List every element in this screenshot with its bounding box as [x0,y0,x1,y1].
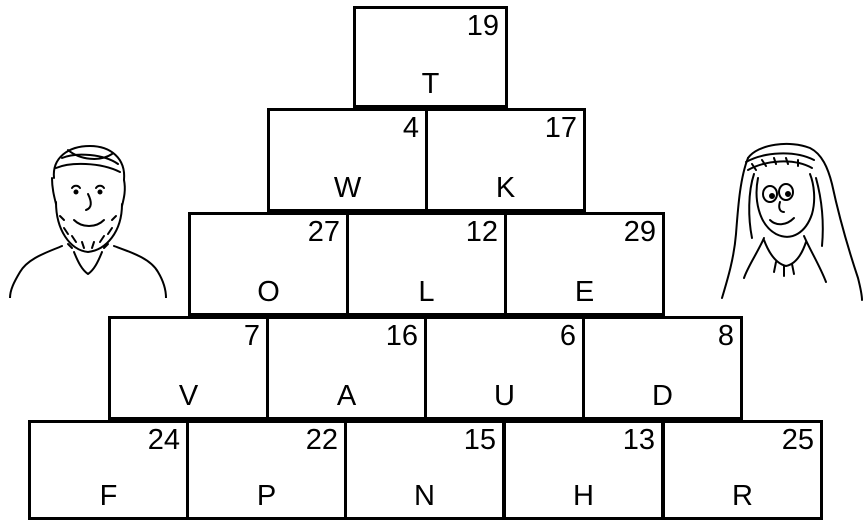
pyramid-block: 6 U [424,316,585,420]
block-letter: N [347,479,502,513]
block-letter: U [427,379,582,413]
block-number: 24 [148,423,180,457]
block-letter: E [507,275,662,309]
block-number: 13 [623,423,655,457]
pyramid-block: 13 H [503,420,664,520]
block-letter: T [356,67,505,101]
block-letter: R [665,479,820,513]
block-number: 6 [560,319,576,353]
pyramid-block: 16 A [266,316,427,420]
block-letter: K [428,171,583,205]
block-letter: O [191,275,346,309]
block-letter: P [189,479,344,513]
pyramid-block: 27 O [188,212,349,316]
pyramid-block: 17 K [425,108,586,212]
woman-with-headscarf-icon [718,138,864,302]
block-number: 12 [466,215,498,249]
pyramid-block: 24 F [28,420,189,520]
pyramid-block: 19 T [353,6,508,108]
block-number: 19 [467,9,499,43]
pyramid-block: 7 V [108,316,269,420]
pyramid-block: 22 P [186,420,347,520]
block-letter: H [506,479,661,513]
pyramid-block: 4 W [267,108,428,212]
block-letter: F [31,479,186,513]
block-number: 17 [545,111,577,145]
block-number: 22 [306,423,338,457]
pyramid-block: 12 L [346,212,507,316]
block-number: 15 [464,423,496,457]
block-letter: A [269,379,424,413]
block-number: 16 [386,319,418,353]
pyramid-block: 29 E [504,212,665,316]
block-letter: D [585,379,740,413]
block-letter: V [111,379,266,413]
block-number: 25 [782,423,814,457]
block-number: 8 [718,319,734,353]
block-number: 7 [244,319,260,353]
pyramid-block: 8 D [582,316,743,420]
pyramid-block: 25 R [662,420,823,520]
bearded-man-icon [8,138,170,298]
block-letter: W [270,171,425,205]
block-letter: L [349,275,504,309]
pyramid-block: 15 N [344,420,505,520]
block-number: 29 [624,215,656,249]
block-number: 4 [403,111,419,145]
block-number: 27 [308,215,340,249]
